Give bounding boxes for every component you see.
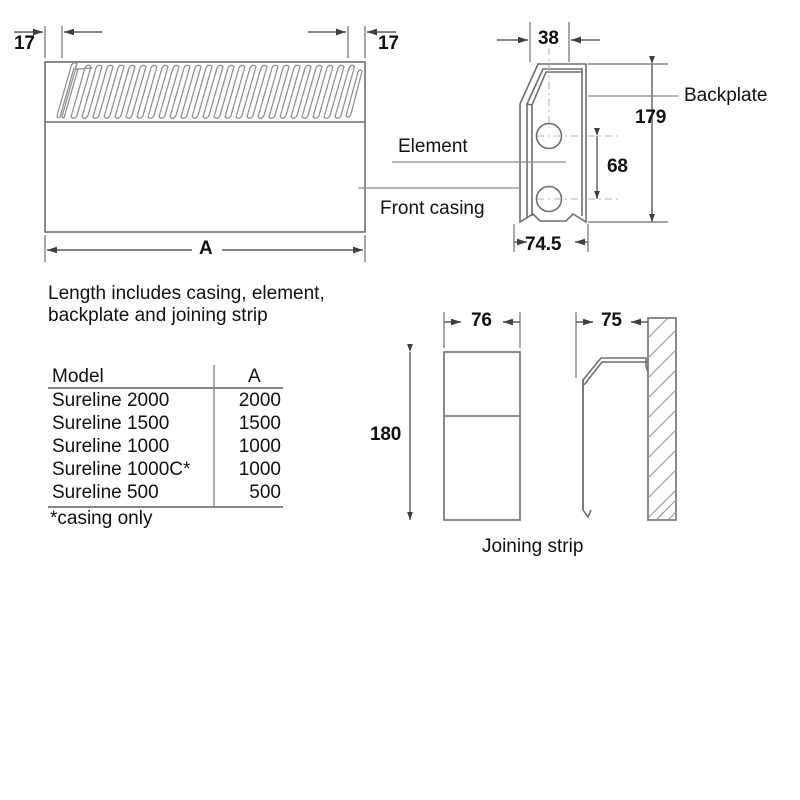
joining-strip-profile xyxy=(582,357,649,519)
model-table-rules xyxy=(48,365,283,508)
wall-outline xyxy=(647,317,677,521)
table-row-model-0: Sureline 2000 xyxy=(52,390,170,411)
length-note: Length includes casing, element, backpla… xyxy=(48,283,325,327)
table-row-a-2: 1000 xyxy=(238,436,281,457)
element-coil xyxy=(56,62,363,119)
dim-label-38: 38 xyxy=(538,28,559,49)
caption-joining-strip: Joining strip xyxy=(482,536,584,557)
table-row-a-0: 2000 xyxy=(238,390,281,411)
dim-label-A: A xyxy=(199,238,213,259)
joining-strip-profile-inner xyxy=(583,361,648,386)
dim-label-left-17: 17 xyxy=(14,33,35,54)
bracket-inner-profile xyxy=(525,68,583,106)
label-backplate: Backplate xyxy=(684,85,768,106)
table-row-a-1: 1500 xyxy=(238,413,281,434)
joining-strip-section-group xyxy=(575,312,677,521)
table-header-a: A xyxy=(248,366,261,387)
table-footnote: *casing only xyxy=(50,508,153,529)
dim-label-745: 74.5 xyxy=(525,234,562,255)
table-header-model: Model xyxy=(52,366,104,387)
side-view-group xyxy=(358,22,678,252)
dim-label-75: 75 xyxy=(601,310,622,331)
front-view-group xyxy=(14,26,396,262)
mounting-hole-lower xyxy=(535,185,563,213)
dim-label-180: 180 xyxy=(370,424,402,445)
table-row-a-4: 500 xyxy=(249,482,281,503)
label-element: Element xyxy=(398,136,468,157)
joining-strip-outline xyxy=(443,351,521,521)
table-row-model-3: Sureline 1000C* xyxy=(52,459,191,480)
joining-strip-front-group xyxy=(407,312,521,521)
wall-hatching xyxy=(647,317,677,521)
table-row-model-4: Sureline 500 xyxy=(52,482,159,503)
front-casing-outline xyxy=(44,61,366,233)
label-front-casing: Front casing xyxy=(380,198,485,219)
table-row-a-3: 1000 xyxy=(238,459,281,480)
table-row-model-1: Sureline 1500 xyxy=(52,413,170,434)
dim-label-68: 68 xyxy=(607,156,628,177)
dim-label-right-17: 17 xyxy=(378,33,399,54)
dim-label-179: 179 xyxy=(635,107,667,128)
dim-label-76: 76 xyxy=(471,310,492,331)
bracket-outer-profile xyxy=(519,63,587,224)
mounting-hole-upper xyxy=(535,122,563,150)
table-row-model-2: Sureline 1000 xyxy=(52,436,170,457)
